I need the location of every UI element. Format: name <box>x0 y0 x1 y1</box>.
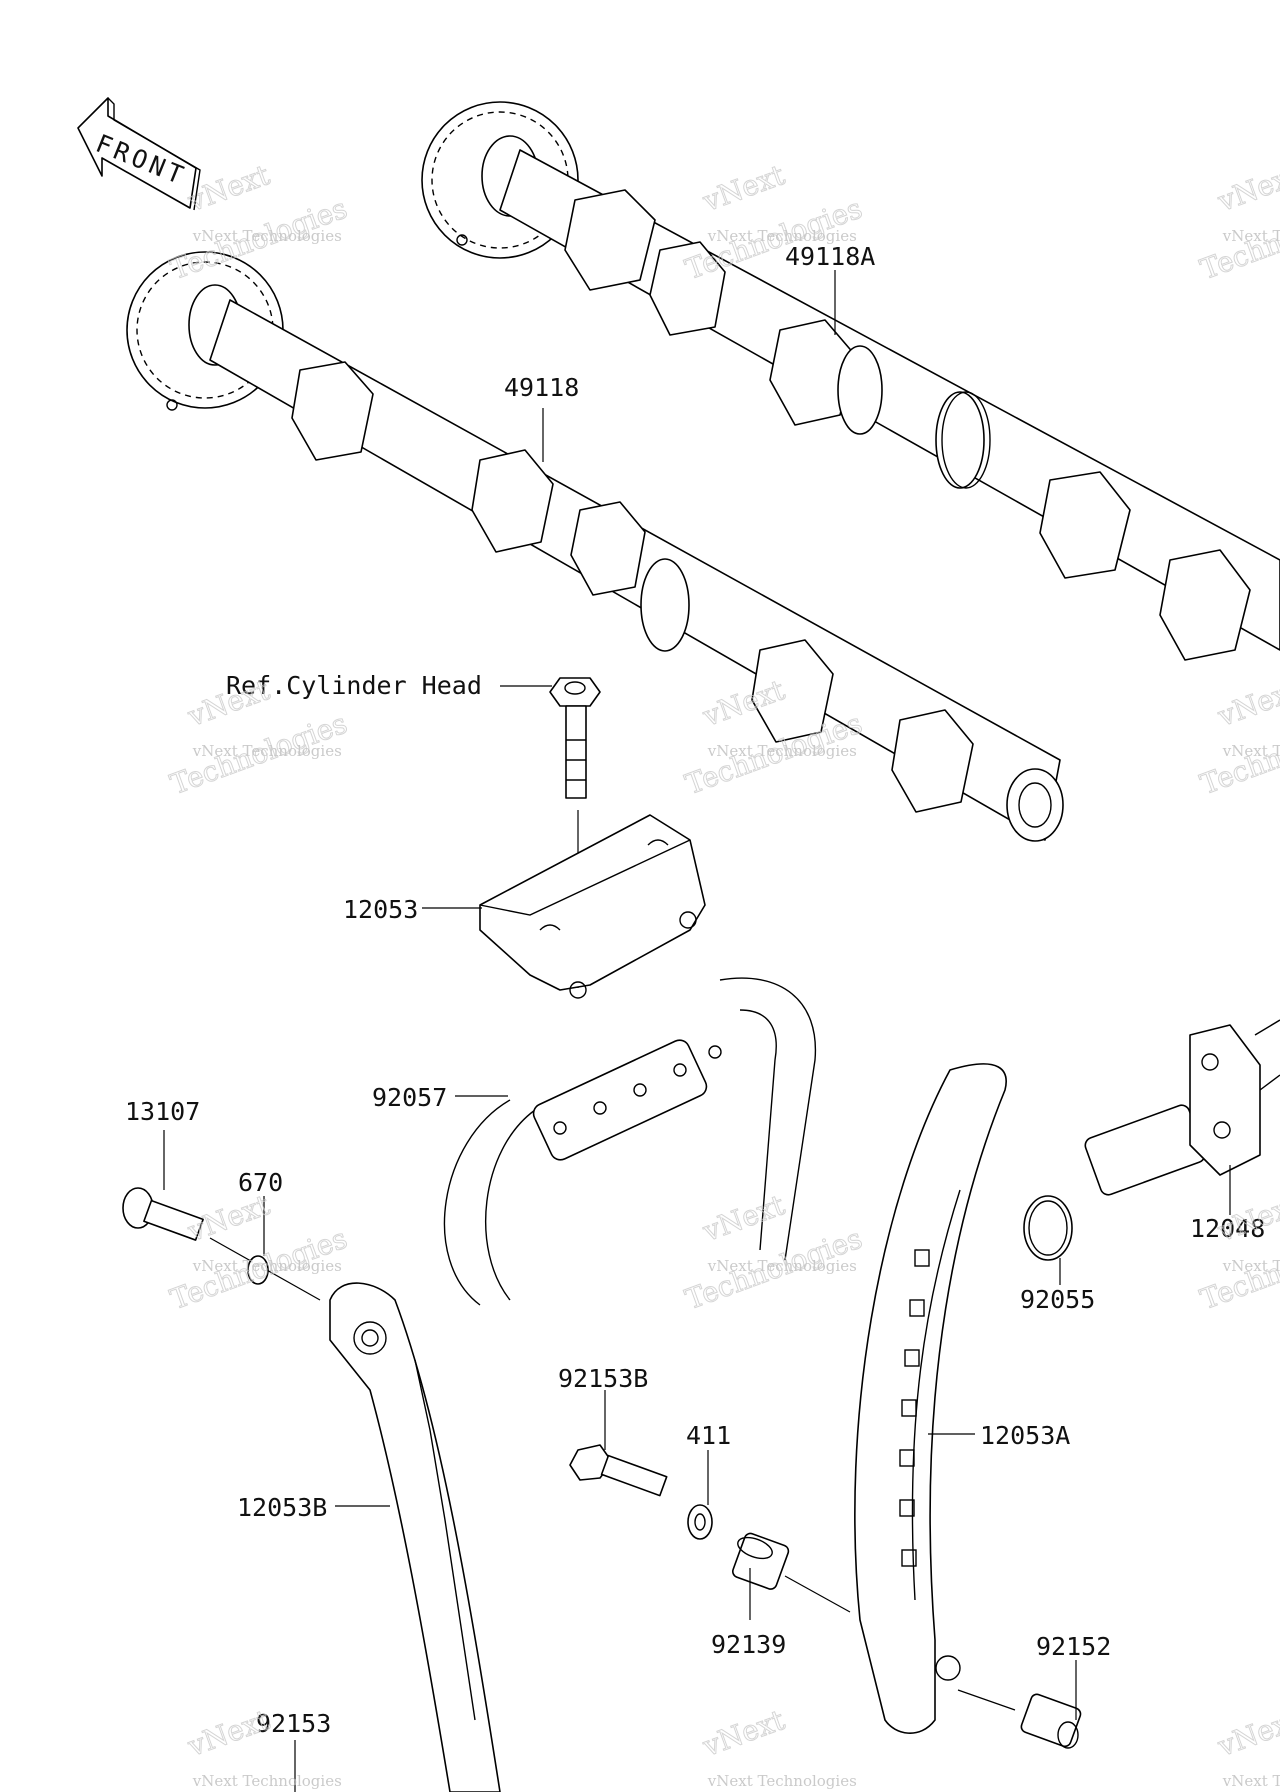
watermark: vNext vNext Technologies <box>182 1702 342 1790</box>
part-label-12048: 12048 <box>1190 1214 1265 1243</box>
svg-text:vNext Technologies: vNext Technologies <box>707 227 857 245</box>
part-label-12053: 12053 <box>343 895 418 924</box>
svg-text:vNext: vNext <box>698 1188 790 1248</box>
part-label-12053b: 12053B <box>237 1493 327 1522</box>
part-label-92153b: 92153B <box>558 1364 648 1393</box>
svg-text:vNext: vNext <box>1213 158 1280 218</box>
part-label-49118: 49118 <box>504 373 579 402</box>
cam-chain-92057 <box>443 977 817 1306</box>
part-label-92139: 92139 <box>711 1630 786 1659</box>
svg-text:vNext Technologies: vNext Technologies <box>1222 1257 1280 1275</box>
watermark: vNext vNext Technologies Technologies <box>165 1187 351 1316</box>
svg-text:vNext: vNext <box>183 158 275 218</box>
washer-411 <box>687 1504 713 1540</box>
watermark: vNext vNext Technologies Technologies <box>680 1187 866 1316</box>
part-label-12053a: 12053A <box>980 1421 1070 1450</box>
part-label-411: 411 <box>686 1421 731 1450</box>
camshaft-49118 <box>126 251 1064 842</box>
svg-text:vNext Technologies: vNext Technologies <box>1222 742 1280 760</box>
part-label-92152: 92152 <box>1036 1632 1111 1661</box>
washer-670 <box>247 1255 269 1285</box>
svg-text:vNext Technologies: vNext Technologies <box>707 742 857 760</box>
svg-text:vNext: vNext <box>183 1188 275 1248</box>
chain-guide-12053a <box>854 1063 1007 1734</box>
watermark: vNext vNext Technologies Technologies <box>1195 157 1280 286</box>
part-label-92055: 92055 <box>1020 1285 1095 1314</box>
cylinder-head-bolt <box>549 677 601 988</box>
bolt-92153b <box>569 1444 668 1497</box>
watermark: vNext vNext Technologies <box>1212 1702 1280 1790</box>
camshaft-49118a <box>421 101 1280 661</box>
svg-text:vNext: vNext <box>698 158 790 218</box>
ref-cylinder-head-label: Ref.Cylinder Head <box>226 671 482 700</box>
o-ring-92055 <box>1023 1195 1073 1261</box>
part-label-49118a: 49118A <box>785 242 875 271</box>
chain-tensioner-12048 <box>1084 1019 1280 1196</box>
part-label-670: 670 <box>238 1168 283 1197</box>
svg-text:vNext Technologies: vNext Technologies <box>192 1772 342 1790</box>
svg-text:vNext Technologies: vNext Technologies <box>707 1257 857 1275</box>
front-arrow-icon: FRONT <box>77 97 201 211</box>
watermark: vNext vNext Technologies Technologies <box>1195 1187 1280 1316</box>
svg-text:vNext Technologies: vNext Technologies <box>192 227 342 245</box>
svg-text:vNext: vNext <box>1213 1703 1280 1763</box>
svg-text:vNext: vNext <box>1213 1188 1280 1248</box>
svg-text:vNext: vNext <box>698 1703 790 1763</box>
svg-text:vNext Technologies: vNext Technologies <box>192 1257 342 1275</box>
svg-text:vNext Technologies: vNext Technologies <box>192 742 342 760</box>
part-label-92153: 92153 <box>256 1709 331 1738</box>
svg-text:vNext Technologies: vNext Technologies <box>707 1772 857 1790</box>
svg-text:vNext: vNext <box>1213 673 1280 733</box>
svg-text:vNext: vNext <box>183 1703 275 1763</box>
watermark: vNext vNext Technologies Technologies <box>680 157 866 286</box>
svg-text:vNext Technologies: vNext Technologies <box>1222 1772 1280 1790</box>
part-label-13107: 13107 <box>125 1097 200 1126</box>
collar-92139 <box>732 1532 851 1613</box>
part-label-92057: 92057 <box>372 1083 447 1112</box>
watermark: vNext vNext Technologies <box>697 1702 857 1790</box>
chain-guide-12053 <box>479 814 706 999</box>
watermark: vNext vNext Technologies Technologies <box>1195 672 1280 801</box>
chain-guide-12053b <box>329 1282 501 1792</box>
leader-lines <box>163 270 1231 1792</box>
collar-92152 <box>957 1689 1082 1749</box>
svg-text:vNext Technologies: vNext Technologies <box>1222 227 1280 245</box>
